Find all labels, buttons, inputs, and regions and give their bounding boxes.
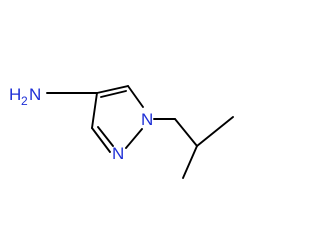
amine-subscript-label: 2 xyxy=(21,94,28,108)
bond-n1-n2 xyxy=(125,128,143,149)
bond-c3-c4 xyxy=(91,92,98,129)
amine-n-label: N xyxy=(29,85,41,104)
bond-n2-c3 xyxy=(91,127,111,153)
bond-n2-c3-inner xyxy=(97,126,114,147)
bond-ch-ch3b xyxy=(182,145,198,179)
amine-h-label: H xyxy=(9,85,21,104)
ring-n2-label: N xyxy=(112,144,124,163)
structure-diagram: H 2 N N N xyxy=(9,85,234,179)
ring-n1-label: N xyxy=(141,110,153,129)
bond-c4-c5 xyxy=(96,85,129,94)
bond-c4-c5-inner xyxy=(100,90,127,98)
bond-ch-ch3a xyxy=(196,116,234,147)
bond-c5-n1 xyxy=(127,85,144,108)
bond-ch2-ch xyxy=(174,118,198,147)
